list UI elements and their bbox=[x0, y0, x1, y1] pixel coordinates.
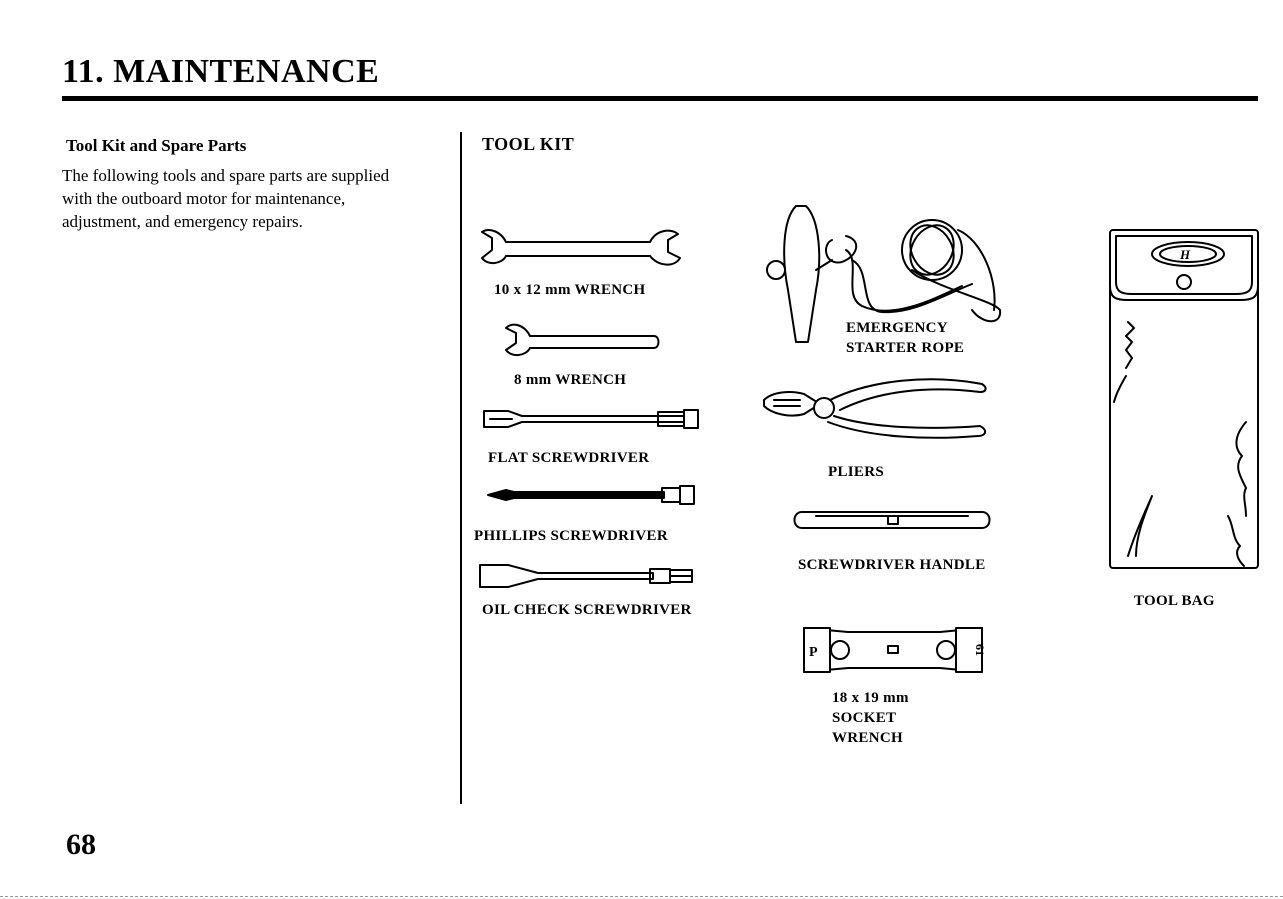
socket-right-mark: 61 bbox=[973, 644, 987, 656]
screwdriver-handle-label: SCREWDRIVER HANDLE bbox=[798, 557, 986, 573]
flat-screwdriver-illustration bbox=[483, 409, 699, 429]
wrench-8mm-illustration bbox=[505, 323, 660, 356]
column-divider bbox=[460, 132, 462, 804]
starter-rope-label-line1: EMERGENCY bbox=[846, 320, 948, 336]
phillips-screwdriver-illustration bbox=[487, 485, 695, 505]
starter-rope-label-line2: STARTER ROPE bbox=[846, 340, 965, 356]
title-rule bbox=[62, 96, 1258, 101]
pliers-illustration bbox=[763, 378, 987, 439]
screwdriver-handle-illustration bbox=[793, 511, 991, 529]
flat-screwdriver-label: FLAT SCREWDRIVER bbox=[488, 450, 650, 466]
bag-logo-mark: H bbox=[1179, 247, 1191, 262]
socket-wrench-label-line2: SOCKET bbox=[832, 710, 897, 726]
oil-check-screwdriver-label: OIL CHECK SCREWDRIVER bbox=[482, 602, 692, 618]
tool-kit-title: TOOL KIT bbox=[482, 134, 575, 154]
wrench-8mm-label: 8 mm WRENCH bbox=[514, 372, 627, 388]
socket-left-mark: P bbox=[809, 645, 818, 660]
pliers-label: PLIERS bbox=[828, 464, 884, 480]
section-title: 11. MAINTENANCE bbox=[62, 53, 380, 90]
wrench-10x12-illustration bbox=[481, 229, 681, 266]
phillips-screwdriver-label: PHILLIPS SCREWDRIVER bbox=[474, 528, 668, 544]
page-number: 68 bbox=[66, 828, 96, 861]
wrench-10x12-label: 10 x 12 mm WRENCH bbox=[494, 282, 646, 298]
socket-wrench-label-line3: WRENCH bbox=[832, 730, 903, 746]
body-paragraph: The following tools and spare parts are … bbox=[62, 166, 390, 231]
socket-wrench-label-line1: 18 x 19 mm bbox=[832, 690, 909, 706]
bottom-rule bbox=[0, 896, 1283, 897]
oil-check-screwdriver-illustration bbox=[479, 564, 693, 588]
tool-bag-illustration: H bbox=[1109, 229, 1259, 569]
subheading: Tool Kit and Spare Parts bbox=[66, 136, 247, 155]
starter-rope-illustration bbox=[766, 205, 1002, 343]
tool-bag-label: TOOL BAG bbox=[1134, 593, 1215, 609]
socket-wrench-illustration: P 61 bbox=[803, 627, 987, 673]
